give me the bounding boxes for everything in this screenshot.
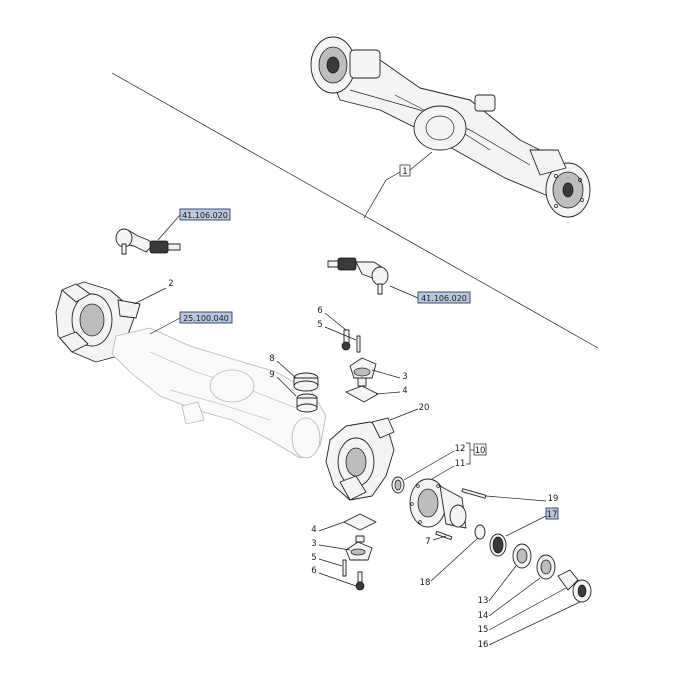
ref-box-tie-rod-right[interactable] <box>417 291 471 304</box>
callout-1: 1 <box>402 167 407 177</box>
tie-rod-end-left <box>115 228 181 255</box>
callout-7: 7 <box>425 537 430 547</box>
steering-knuckle-right <box>325 417 395 501</box>
lower-kingpin-stack <box>342 513 377 591</box>
callout-5-lower: 5 <box>311 553 316 563</box>
callout-19: 19 <box>548 494 559 504</box>
callout-17: 17 <box>547 510 558 520</box>
ref-tie-rod-left[interactable]: 41.106.020 <box>182 211 228 220</box>
ref-axle-housing[interactable]: 25.100.040 <box>183 314 229 323</box>
callout-9: 9 <box>269 370 274 380</box>
bearing-stack <box>489 533 592 603</box>
axle-housing-ghost <box>111 327 327 459</box>
callout-14: 14 <box>478 611 489 621</box>
callout-3-lower: 3 <box>311 539 316 549</box>
ref-box-tie-rod-left[interactable] <box>179 208 231 221</box>
tie-rod-end-right <box>327 257 389 295</box>
callout-10-box <box>473 443 487 456</box>
callout-13: 13 <box>478 596 489 606</box>
callout-5-upper: 5 <box>317 320 322 330</box>
callout-11: 11 <box>455 459 466 469</box>
callout-4-upper: 4 <box>402 386 407 396</box>
callout-18: 18 <box>420 578 431 588</box>
callout-15: 15 <box>478 625 489 635</box>
callout-3-upper: 3 <box>402 372 407 382</box>
callout-16: 16 <box>478 640 489 650</box>
callout-4-lower: 4 <box>311 525 316 535</box>
wheel-hub <box>409 478 487 541</box>
callout-6-lower: 6 <box>311 566 316 576</box>
upper-kingpin-stack <box>341 329 379 403</box>
bushing-seal <box>293 372 319 413</box>
section-divider-line <box>111 72 599 349</box>
ref-box-axle-housing[interactable] <box>179 311 233 324</box>
callout-10: 10 <box>475 446 486 456</box>
callout-8: 8 <box>269 354 274 364</box>
callout-2: 2 <box>168 279 173 289</box>
callout-20: 20 <box>419 403 430 413</box>
callout-17-box <box>545 507 559 520</box>
seal-ring <box>391 476 405 494</box>
callout-12: 12 <box>455 444 466 454</box>
callout-1-box <box>399 164 411 177</box>
assembled-axle-overview <box>310 36 591 218</box>
callout-6-upper: 6 <box>317 306 322 316</box>
ref-tie-rod-right[interactable]: 41.106.020 <box>421 294 467 303</box>
